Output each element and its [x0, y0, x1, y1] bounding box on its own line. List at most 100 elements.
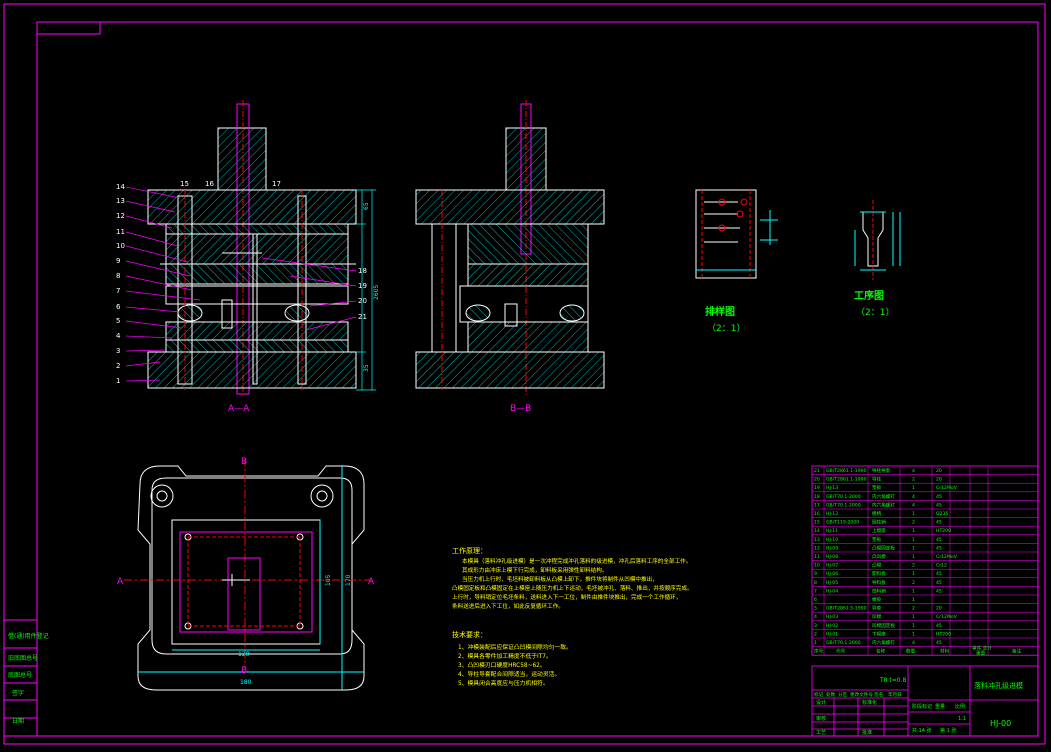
title-row-labels: 标记	[814, 691, 824, 698]
bom-header-qty: 数量	[906, 648, 916, 655]
bom-row-name: 导柱导套	[872, 467, 891, 474]
leader-6: 6	[116, 303, 121, 311]
leader-16: 16	[205, 180, 214, 188]
bom-row-qty: 1	[912, 597, 915, 603]
bom-row-code: HJ-07	[826, 563, 838, 569]
bom-row-code: GB/T2861.1-1990	[826, 477, 867, 483]
dim-h3: 35	[363, 364, 370, 372]
bom-row-name: 垫板	[872, 536, 882, 543]
bom-row-code: GB/T70.1-2000	[826, 640, 861, 646]
work-line-5: 上行时，导料销定位毛坯条料，送料进入下一工位，制件由推件块推出，完成一个工作循环…	[452, 593, 681, 601]
bom-row-name: 下模座	[872, 630, 886, 637]
bom-row-qty: 2	[912, 606, 915, 612]
section-aa	[147, 100, 357, 395]
bom-row-name: 内六角螺钉	[872, 639, 895, 646]
bom-row-code: GB/T70.1-2000	[826, 494, 861, 500]
leader-13: 13	[116, 197, 125, 205]
bom-header-material: 材料	[940, 648, 950, 655]
bom-row-qty: 1	[912, 537, 915, 543]
bom-row-material: 20	[936, 477, 942, 483]
leader-18: 18	[358, 267, 367, 275]
title-sheets: 共 14 张	[912, 727, 932, 734]
bom-row-code: GB/T119-2000	[826, 520, 859, 526]
bom-row-name: 凸模固定板	[872, 544, 895, 551]
bom-row-qty: 1	[912, 554, 915, 560]
bom-row-material: 45	[936, 580, 942, 586]
tech-title: 技术要求：	[452, 630, 487, 639]
bom-row-material: 20	[936, 606, 942, 612]
plan-marker-a-left: A	[117, 577, 124, 587]
bom-row-code: HJ-01	[826, 631, 838, 637]
bom-row-code: HJ-02	[826, 623, 838, 629]
stamp-cell-5: 日期	[12, 717, 24, 725]
tech-line-3: 3、凸凹模刃口硬度HRC58~62。	[458, 661, 546, 669]
title-scale: 1:1	[958, 716, 966, 722]
bom-row-material: HT200	[936, 528, 951, 534]
bom-row-material: 45	[936, 537, 942, 543]
leader-2: 2	[116, 362, 120, 370]
bom-row-qty: 4	[912, 494, 915, 500]
bom-row-no: 20	[814, 477, 820, 483]
bom-row-name: 挡料销	[872, 587, 886, 594]
title-process: 工艺	[816, 730, 826, 736]
bom-row-no: 21	[814, 468, 820, 474]
leaders-top: 15 16 17	[180, 180, 281, 188]
bom-row-code: HJ-12	[826, 511, 838, 517]
bom-row-material: 20	[936, 468, 942, 474]
leader-8: 8	[116, 272, 120, 280]
dims-aa	[356, 189, 376, 391]
bom-row-no: 4	[814, 614, 817, 620]
side-stamp: 借(通)用件登记 旧底图总号 底图总号 签字 日期	[3, 619, 49, 737]
bom-row-material: Q235	[936, 511, 948, 517]
section-bb	[415, 100, 605, 395]
bom-row-no: 17	[814, 502, 820, 508]
bom-row-code: GB/T2861.1-1990	[826, 468, 867, 474]
bom-row-code: GB/T2861.5-1990	[826, 606, 867, 612]
title-ratio: 比例	[955, 703, 965, 710]
bom-row-no: 1	[814, 640, 817, 646]
bom-row-name: 凹模	[872, 613, 882, 620]
leader-11: 11	[116, 228, 125, 236]
bom-row-material: 45	[936, 520, 942, 526]
bom-row-code: HJ-05	[826, 580, 838, 586]
process-title: 工序图	[854, 289, 884, 302]
bom-row-qty: 2	[912, 520, 915, 526]
title-design: 设计	[816, 699, 826, 706]
title-stage: 阶段标记	[912, 703, 932, 710]
dim-plan-h2: 170	[345, 574, 352, 586]
bom-row-name: 导料板	[872, 579, 886, 586]
dim-plan-total: 180	[240, 679, 252, 686]
leader-5: 5	[116, 317, 120, 325]
bom-row-no: 18	[814, 494, 820, 500]
title-check: 审核	[816, 715, 826, 722]
bom-row-no: 5	[814, 606, 817, 612]
tech-line-5: 5、模具闭合高度应与压力机相符。	[458, 679, 549, 687]
plan-marker-b-top: B	[241, 457, 247, 467]
bom-row-no: 7	[814, 588, 817, 594]
bom-row-material: Cr12MoV	[936, 485, 958, 491]
bom-row-material: Cr12MoV	[936, 554, 958, 560]
bom-row-no: 13	[814, 537, 820, 543]
title-row-label-4: 更改文件号	[850, 691, 873, 698]
bom-row-no: 16	[814, 511, 820, 517]
bom-row-qty: 1	[912, 545, 915, 551]
bom-row-qty: 1	[912, 485, 915, 491]
bom-header-note: 备注	[1012, 648, 1022, 655]
bom-header-mass: 重量	[976, 650, 986, 657]
plan-view	[124, 458, 374, 691]
bom-row-name: 垫板	[872, 484, 882, 491]
title-row-label-5: 签名	[874, 691, 883, 698]
dim-plan-w: 120	[238, 651, 250, 658]
stamp-cell-1: 借(通)用件登记	[8, 632, 49, 640]
bom-row-qty: 2	[912, 477, 915, 483]
bom-row-qty: 2	[912, 563, 915, 569]
bom-row-qty: 1	[912, 614, 915, 620]
strip-layout	[695, 189, 778, 279]
title-std: 标准化	[862, 699, 877, 706]
tech-line-2: 2、模具各零件加工精度不低于IT7。	[458, 652, 552, 660]
bom-row-name: 圆柱销	[872, 519, 886, 526]
bom-header-code: 代号	[836, 648, 846, 655]
bom-row-no: 11	[814, 554, 820, 560]
bom-row-material: 45	[936, 545, 942, 551]
strip-scale: （2：1）	[707, 323, 745, 334]
